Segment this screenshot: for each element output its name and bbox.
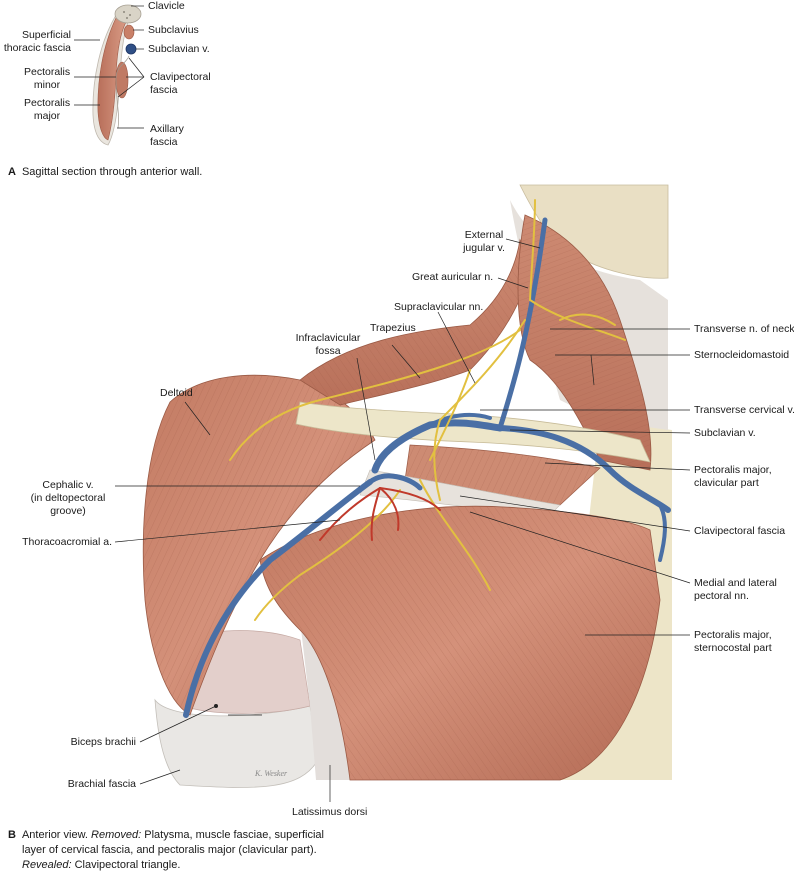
label-transverse-cervical-v: Transverse cervical v. (694, 404, 794, 416)
label-thoracoacromial-a: Thoracoacromial a. (22, 536, 112, 548)
label-pectoralis-major-clavicular: Pectoralis major, clavicular part (694, 464, 772, 489)
latissimus-dorsi-shape (300, 620, 350, 780)
label-pectoralis-major-sternocostal: Pectoralis major, sternocostal part (694, 629, 772, 654)
veins (183, 217, 671, 718)
clavicle-section (114, 4, 142, 24)
label-axillary-fascia: Axillary fascia (150, 123, 184, 148)
label-biceps-brachii: Biceps brachii (70, 736, 136, 748)
artist-signature: K. Wesker (254, 769, 288, 778)
brachial-fascia-shape (154, 698, 319, 788)
label-transverse-n-of-neck: Transverse n. of neck (694, 323, 794, 335)
label-brachial-fascia: Brachial fascia (67, 778, 136, 790)
label-deltoid: Deltoid (160, 387, 193, 399)
label-subclavius: Subclavius (148, 24, 199, 36)
label-pectoralis-major: Pectoralis major (24, 97, 71, 122)
label-clavipectoral-fascia-b: Clavipectoral fascia (694, 525, 786, 537)
label-trapezius: Trapezius (370, 322, 416, 334)
label-external-jugular-v: External jugular v. (463, 229, 505, 254)
label-cephalic-v: Cephalic v. (in deltopectoral groove) (30, 479, 106, 517)
label-sternocleidomastoid: Sternocleidomastoid (694, 349, 790, 361)
subclavius-section (123, 24, 135, 40)
label-pectoralis-minor: Pectoralis minor (24, 66, 71, 91)
label-infraclavicular-fossa: Infraclavicular fossa (295, 332, 361, 357)
thoracoacromial-artery (319, 487, 441, 541)
label-supraclavicular-nn: Supraclavicular nn. (394, 301, 484, 313)
pectoralis-major-section (97, 17, 127, 141)
label-clavicle: Clavicle (148, 0, 185, 12)
label-latissimus-dorsi: Latissimus dorsi (292, 806, 368, 818)
label-superficial-thoracic-fascia: Superficial thoracic fascia (3, 29, 71, 54)
label-subclavian-v-b: Subclavian v. (694, 427, 756, 439)
label-great-auricular-n: Great auricular n. (412, 271, 494, 283)
label-pectoral-nn: Medial and lateral pectoral nn. (694, 577, 777, 602)
label-clavipectoral-fascia: Clavipectoral fascia (150, 71, 211, 96)
label-subclavian-v: Subclavian v. (148, 43, 210, 55)
clavicle-shape (295, 401, 651, 463)
